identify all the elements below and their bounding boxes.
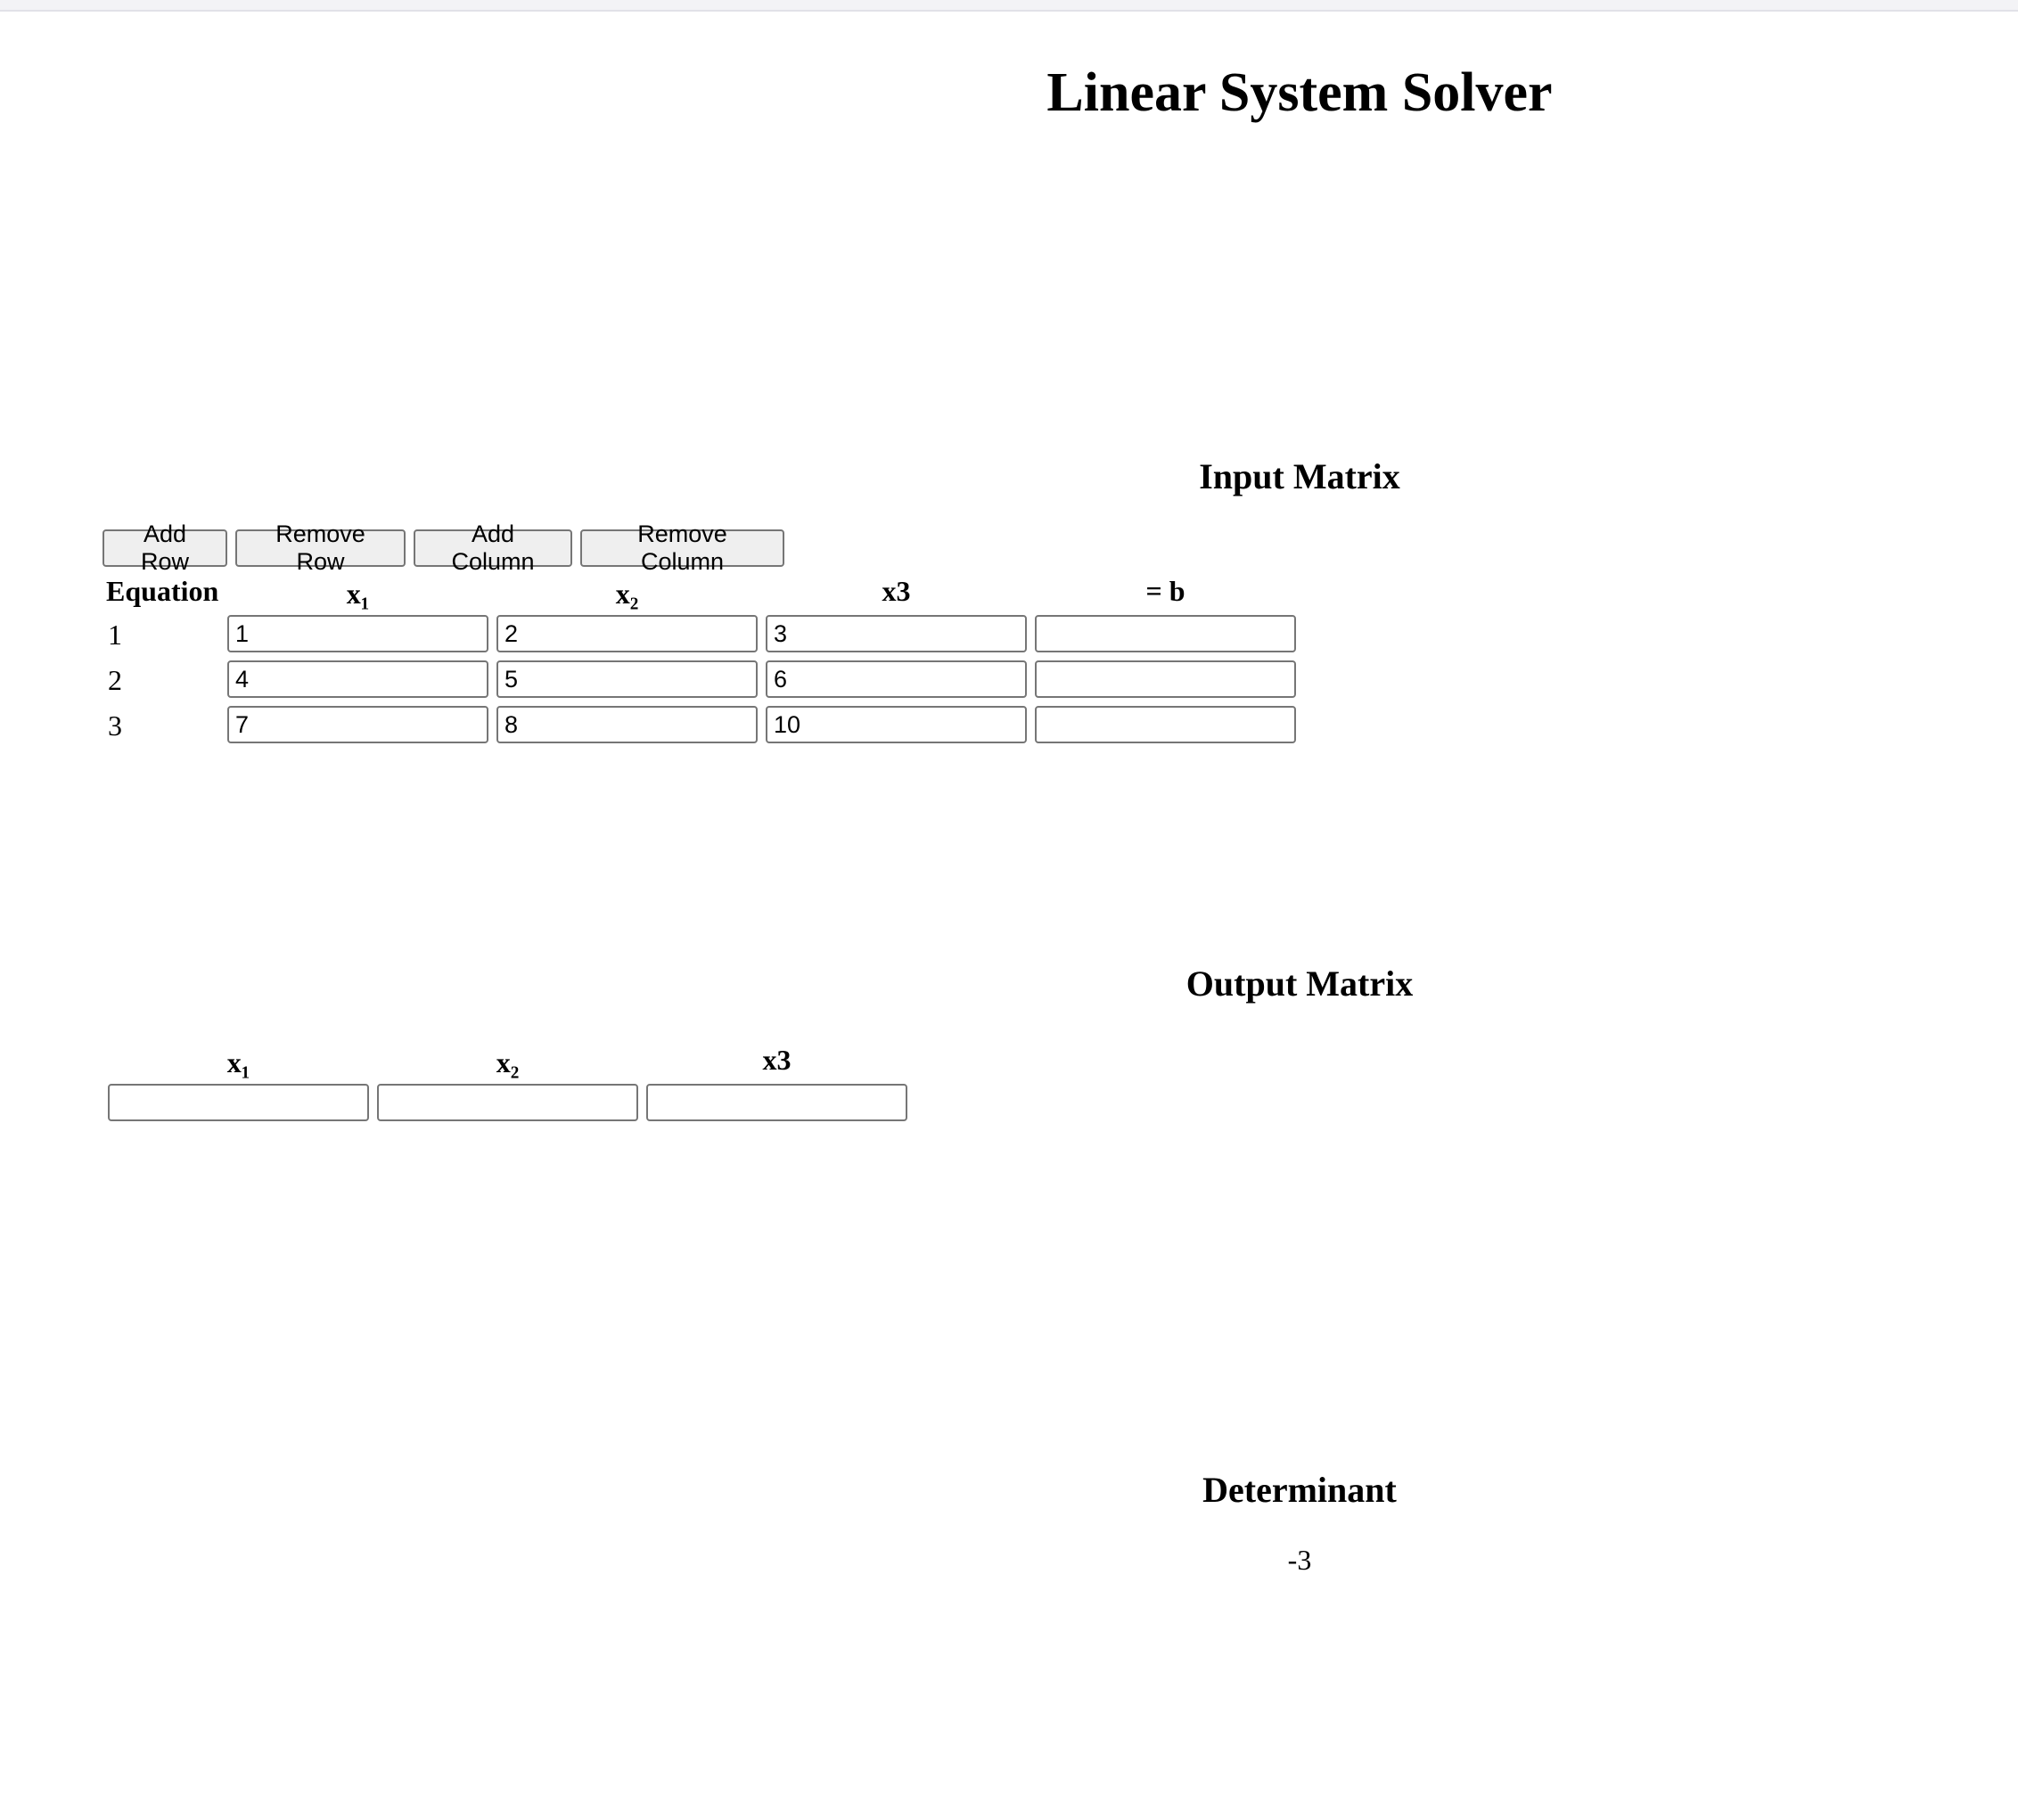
cell-r1-x2[interactable] (496, 615, 758, 652)
add-row-button[interactable]: Add Row (103, 521, 227, 575)
determinant-value: -3 (1287, 1544, 1312, 1576)
header-x3: x3 (882, 575, 911, 607)
remove-column-button[interactable]: Remove Column (580, 521, 784, 575)
row-label-1: 1 (108, 619, 122, 651)
cell-r3-x1[interactable] (227, 706, 488, 743)
cell-r2-b[interactable] (1035, 660, 1296, 698)
cell-r2-x3[interactable] (766, 660, 1027, 698)
header-b: = b (1145, 575, 1185, 607)
cell-r1-x3[interactable] (766, 615, 1027, 652)
cell-r2-x1[interactable] (227, 660, 488, 698)
row-label-2: 2 (108, 664, 122, 696)
output-x2-field[interactable] (377, 1084, 638, 1121)
determinant-title: Determinant (1202, 1470, 1397, 1510)
cell-r1-b[interactable] (1035, 615, 1296, 652)
output-x3-field[interactable] (646, 1084, 907, 1121)
output-matrix-title: Output Matrix (1185, 963, 1414, 1004)
page-title: Linear System Solver (1046, 62, 1553, 123)
header-x2: x₂ (615, 578, 639, 610)
cell-r2-x2[interactable] (496, 660, 758, 698)
browser-top-strip (0, 0, 2018, 12)
output-header-x3: x3 (762, 1044, 792, 1076)
output-header-x2: x₂ (496, 1046, 520, 1078)
cell-r3-b[interactable] (1035, 706, 1296, 743)
output-x1-field[interactable] (108, 1084, 369, 1121)
input-matrix-title: Input Matrix (1199, 456, 1400, 496)
remove-row-button[interactable]: Remove Row (235, 521, 406, 575)
cell-r3-x3[interactable] (766, 706, 1027, 743)
header-x1: x₁ (346, 578, 370, 610)
cell-r1-x1[interactable] (227, 615, 488, 652)
header-equation: Equation (106, 575, 219, 607)
row-label-3: 3 (108, 709, 122, 742)
matrix-toolbar: Add Row Remove Row Add Column Remove Col… (103, 521, 784, 575)
cell-r3-x2[interactable] (496, 706, 758, 743)
output-header-x1: x₁ (226, 1046, 250, 1078)
add-column-button[interactable]: Add Column (414, 521, 572, 575)
